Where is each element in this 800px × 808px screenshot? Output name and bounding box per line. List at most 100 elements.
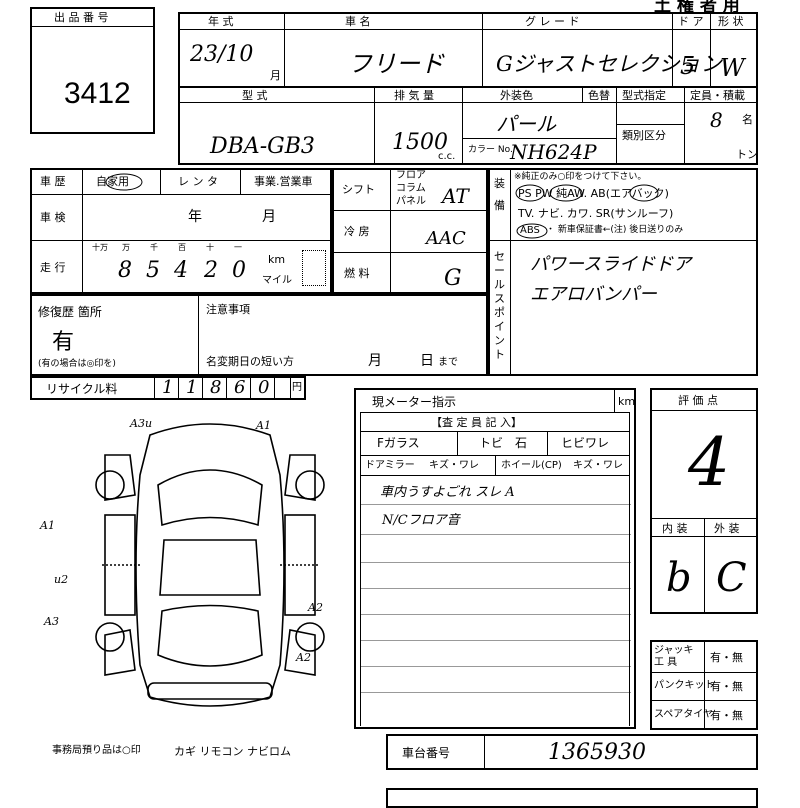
car-name-value: フリード <box>348 50 444 78</box>
mileage-digits: 十万 万 千 百 十 一 8 5 4 2 0 <box>86 242 254 290</box>
equipment-line1: PS PW 純AW. AB(エアバック) <box>518 187 669 200</box>
mile-checkbox[interactable] <box>302 250 326 286</box>
ton-unit: トン <box>736 148 758 161</box>
name-change-month: 月 <box>368 353 382 369</box>
equipment-label-2: 備 <box>494 199 505 212</box>
panel-option: パネル <box>396 196 426 207</box>
meter-label: 現メーター指示 <box>372 395 457 409</box>
rental-use: レ ン タ <box>178 175 218 188</box>
shape-value: W <box>720 54 745 82</box>
ac-value: AAC <box>426 228 466 249</box>
doors-value: 5 <box>680 52 696 80</box>
hibi-label: ヒビワレ <box>561 436 610 450</box>
equipment-line2: TV. ナビ. カワ. SR(サンルーフ) <box>518 207 674 220</box>
mirror-label: ドアミラー <box>365 460 415 471</box>
name-change-until: まで <box>438 357 458 368</box>
chassis-label: 車台番号 <box>402 746 451 760</box>
color-change-label: 色替 <box>588 89 610 102</box>
spare-label: スペアタイヤ <box>654 709 713 720</box>
lot-number: 3412 <box>64 77 131 110</box>
year-label: 年 式 <box>208 15 234 28</box>
displacement-unit: c.c. <box>438 151 456 162</box>
private-use: 自家用 <box>96 175 129 188</box>
shape-label: 形 状 <box>718 15 744 28</box>
puncture-label: パンクキット <box>654 680 715 691</box>
recycle-digit: 1 <box>186 377 198 398</box>
fuel-value: G <box>444 266 462 291</box>
accessories-block: ジャッキ工 具 有・無 パンクキット 有・無 スペアタイヤ 有・無 <box>650 640 758 730</box>
digit-label: 十 <box>206 243 214 252</box>
equipment-line3: ・ 新車保証書←(注) 後日送りのみ <box>546 225 684 235</box>
displacement-label: 排 気 量 <box>394 89 434 102</box>
name-change-day: 日 <box>420 353 434 369</box>
capacity-label: 定員・積載 <box>690 89 745 102</box>
office-text: 事務局預り品は○印 <box>52 745 141 756</box>
capacity-unit: 名 <box>742 113 753 126</box>
exterior-score: C <box>716 555 747 601</box>
recycle-digit: 1 <box>162 377 174 398</box>
vehicle-block: 年 式 車 名 グ レ ー ド ド ア 形 状 23/10 月 フリード Gジャ… <box>178 12 758 165</box>
class-label: 類別区分 <box>622 129 666 142</box>
history-block: 車 歴 自家用 レ ン タ 事業.営業車 車 検 年 月 走 行 十万 万 千 … <box>30 168 332 294</box>
rating-label: 評 価 点 <box>678 394 718 407</box>
inspector-label: 【査 定 員 記 入】 <box>431 416 522 429</box>
digit-label: 千 <box>150 243 158 252</box>
equipment-circle-marks <box>515 184 659 239</box>
column-option: コラム <box>396 183 426 194</box>
puncture-choice[interactable]: 有・無 <box>710 680 743 693</box>
interior-score: b <box>666 555 692 601</box>
damage-mark-a2-bottom: A2 <box>296 651 311 664</box>
model-spec-label: 型式指定 <box>622 89 666 102</box>
lot-label: 出 品 番 号 <box>54 11 109 24</box>
business-use: 事業.営業車 <box>254 175 313 188</box>
shift-label: シフト <box>342 183 375 196</box>
digit-label: 百 <box>178 243 186 252</box>
color-no-value: NH624P <box>510 140 597 164</box>
inspection-month: 月 <box>262 209 276 225</box>
mileage-digit: 5 <box>146 258 160 283</box>
exterior-label: 外装色 <box>500 89 533 102</box>
selling-point-1: パワースライドドア <box>530 254 692 275</box>
mileage-digit: 2 <box>204 258 218 283</box>
inspection-label: 車 検 <box>40 211 66 224</box>
year-month-unit: 月 <box>270 69 281 82</box>
meter-unit: km <box>618 395 636 408</box>
equipment-abs: ABS <box>520 225 540 236</box>
bottom-partial-block <box>386 788 758 808</box>
floor-option: フロア <box>396 170 426 181</box>
meter-block: 現メーター指示 km 【査 定 員 記 入】 Fガラス トビ 石 ヒビワレ ドア… <box>354 388 636 729</box>
office-keys: カギ リモコン ナビロム <box>174 745 291 758</box>
chassis-value: 1365930 <box>548 740 646 765</box>
grade-label: グ レ ー ド <box>525 15 580 28</box>
damage-mark-a2-right: A2 <box>308 601 323 614</box>
private-circle-mark <box>105 173 143 191</box>
recycle-unit: 円 <box>292 382 302 393</box>
repair-block: 修復歴 箇所 有 (有の場合は◎印を) 注意事項 名変期日の短い方 月 日 まで <box>30 294 488 376</box>
fglass-label: Fガラス <box>377 436 420 450</box>
rating-score: 4 <box>688 424 730 501</box>
grade-value: Gジャストセレクション <box>496 52 722 76</box>
repair-label: 修復歴 箇所 <box>38 305 102 319</box>
spare-choice[interactable]: 有・無 <box>710 709 743 722</box>
specs-block: シフト フロア コラム パネル AT 冷 房 AAC 燃 料 G <box>332 168 488 294</box>
recycle-digit: 0 <box>258 377 270 398</box>
color-no-label: カラー No. <box>468 145 513 155</box>
ac-label: 冷 房 <box>344 225 370 238</box>
inspection-note-2: N/Cフロア音 <box>382 513 460 528</box>
repair-value: 有 <box>52 330 75 355</box>
fuel-label: 燃 料 <box>344 267 370 280</box>
km-unit: km <box>268 253 286 266</box>
equipment-block: 装 備 ※純正のみ○印をつけて下さい。 PS PW 純AW. AB(エアバック)… <box>488 168 758 376</box>
shift-value: AT <box>442 184 469 208</box>
digit-label: 十万 <box>92 243 108 252</box>
jack-choice[interactable]: 有・無 <box>710 651 743 664</box>
jack-label: ジャッキ工 具 <box>654 645 694 668</box>
damage-mark-u2: u2 <box>54 573 69 586</box>
damage-mark-a1-top: A1 <box>256 419 271 432</box>
history-label: 車 歴 <box>40 175 66 188</box>
capacity-value: 8 <box>710 108 723 132</box>
displacement-value: 1500 <box>392 130 448 155</box>
recycle-digit: 8 <box>210 377 222 398</box>
wheel-value: キズ・ワレ <box>573 460 623 471</box>
wheel-label: ホイール(CP) <box>501 460 562 471</box>
